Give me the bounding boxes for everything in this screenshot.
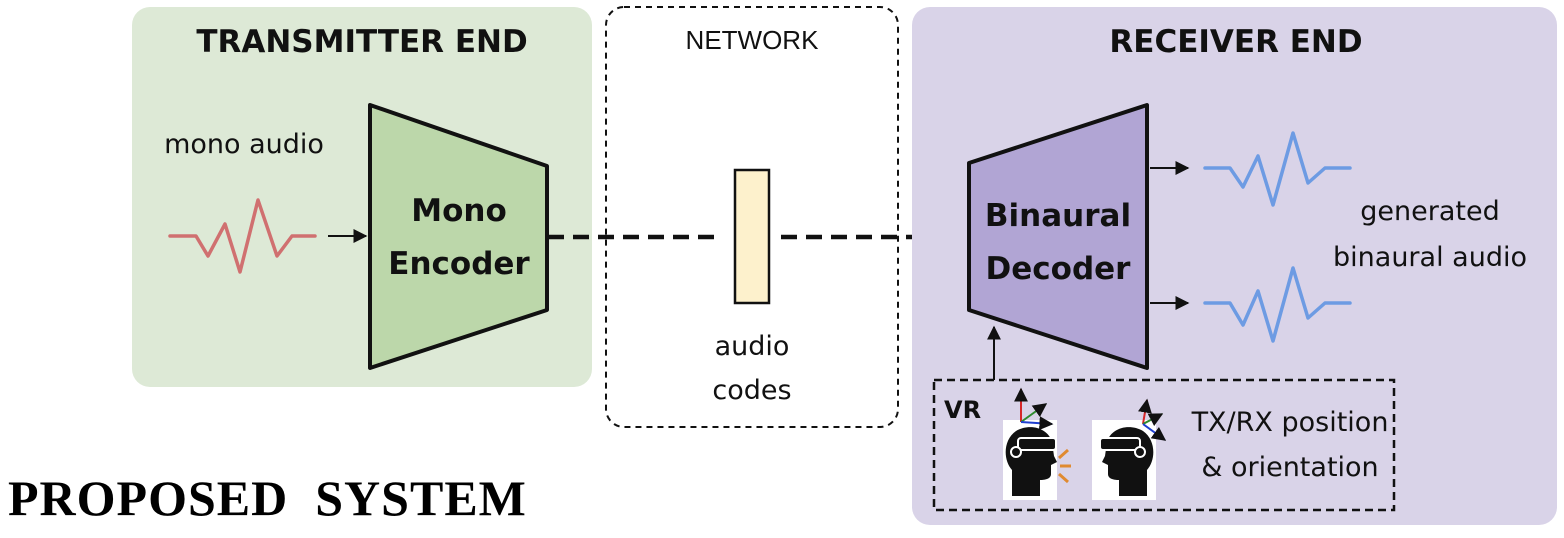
network-title: NETWORK: [686, 25, 820, 55]
transmitter-title: TRANSMITTER END: [196, 24, 527, 60]
vr-box: VR: [932, 378, 1396, 512]
encoder-label-line1: Mono: [411, 193, 507, 229]
mono-audio-label: mono audio: [164, 129, 324, 160]
vr-head-tx-icon: [1003, 387, 1071, 500]
decoder-label-line2: Decoder: [986, 251, 1132, 287]
generated-audio-label-line2: binaural audio: [1333, 242, 1527, 273]
audio-codes-label-line2: codes: [712, 375, 791, 406]
encoder-label-line2: Encoder: [388, 246, 530, 282]
transmitter-panel: TRANSMITTER END mono audio Mono Encoder: [132, 7, 592, 387]
vr-head-rx-icon: [1092, 398, 1167, 500]
binaural-left-waveform: [1203, 131, 1352, 207]
audio-code-block: [733, 168, 771, 305]
decoder-label-line1: Binaural: [985, 198, 1131, 234]
vr-label: VR: [944, 396, 981, 424]
network-panel: NETWORK audio codes: [605, 6, 899, 428]
generated-audio-label-line1: generated: [1360, 196, 1499, 227]
receiver-title: RECEIVER END: [1109, 24, 1362, 60]
binaural-decoder-block: [967, 103, 1149, 370]
mono-encoder-block: [368, 103, 549, 370]
binaural-right-waveform: [1203, 266, 1352, 343]
audio-codes-label-line1: audio: [715, 331, 790, 362]
proposed-system-title: PROPOSED SYSTEM: [8, 470, 527, 526]
vr-info-line1: TX/RX position: [1191, 407, 1389, 438]
vr-info-line2: & orientation: [1201, 452, 1378, 483]
mono-audio-waveform: [168, 198, 317, 274]
receiver-panel: RECEIVER END Binaural Decoder generated …: [912, 7, 1557, 525]
